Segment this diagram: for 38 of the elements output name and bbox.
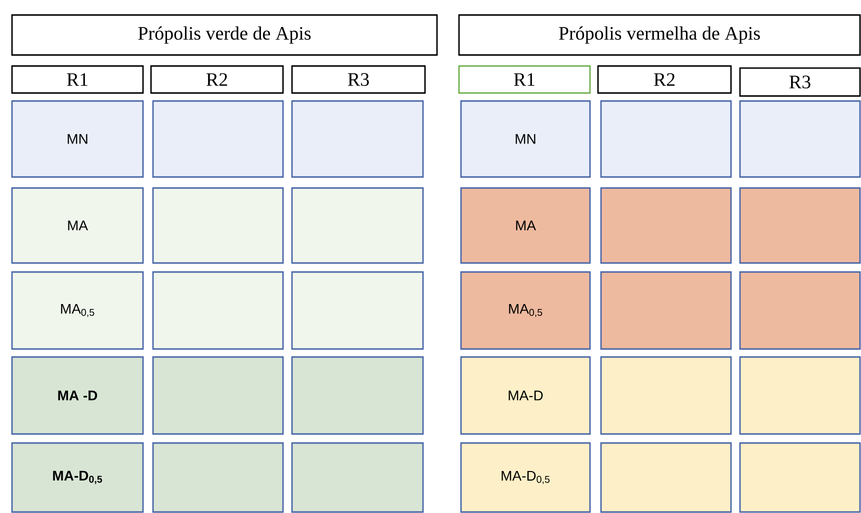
sample-box bbox=[739, 100, 861, 178]
sample-box: MN bbox=[11, 100, 144, 178]
title-box: Própolis vermelha de Apis bbox=[458, 14, 861, 56]
sample-box: MA$_{0,5}$ bbox=[460, 271, 591, 350]
sample-box bbox=[600, 442, 732, 513]
sample-box bbox=[739, 271, 861, 350]
column-header-box: R2 bbox=[597, 65, 732, 94]
sample-box: MN bbox=[460, 100, 591, 178]
sample-box: MA -D bbox=[11, 356, 144, 435]
sample-box: MA-D bbox=[460, 356, 591, 435]
sample-box: MA-D$_{0,5}$ bbox=[11, 442, 144, 513]
sample-box bbox=[152, 356, 284, 435]
column-header-box: R3 bbox=[739, 67, 861, 97]
sample-box bbox=[291, 356, 424, 435]
sample-box bbox=[739, 356, 861, 435]
sample-box: MA bbox=[460, 187, 591, 264]
sample-box bbox=[600, 187, 732, 264]
column-header-box: R3 bbox=[291, 65, 426, 94]
column-header-box: R2 bbox=[150, 65, 284, 94]
sample-box: MA$_{0,5}$ bbox=[11, 271, 144, 350]
sample-box: MA-D$_{0,5}$ bbox=[460, 442, 591, 513]
sample-box bbox=[152, 187, 284, 264]
sample-box bbox=[152, 100, 284, 178]
sample-box bbox=[600, 100, 732, 178]
sample-box bbox=[152, 271, 284, 350]
column-header-box: R1 bbox=[458, 65, 591, 94]
sample-box bbox=[291, 442, 424, 513]
column-header-box: R1 bbox=[11, 65, 144, 94]
sample-box: MA bbox=[11, 187, 144, 264]
sample-box bbox=[739, 442, 861, 513]
sample-box bbox=[600, 356, 732, 435]
sample-box bbox=[739, 187, 861, 264]
sample-box bbox=[291, 271, 424, 350]
title-box: Própolis verde de Apis bbox=[11, 14, 438, 56]
sample-box bbox=[291, 187, 424, 264]
sample-box bbox=[600, 271, 732, 350]
sample-box bbox=[152, 442, 284, 513]
sample-box bbox=[291, 100, 424, 178]
